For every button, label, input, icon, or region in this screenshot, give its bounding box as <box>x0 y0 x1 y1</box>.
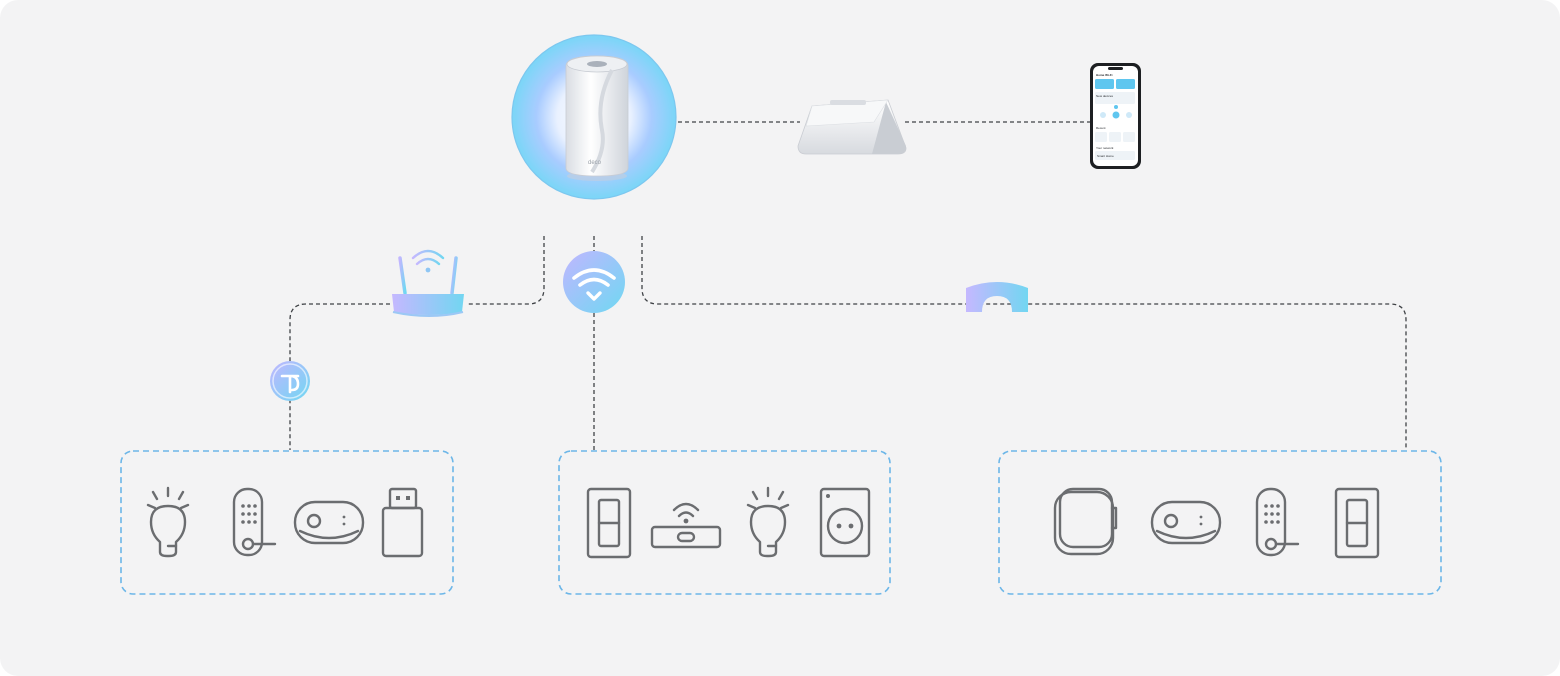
usb-dongle-icon <box>381 487 424 558</box>
smart-plug-icon <box>1150 500 1222 545</box>
wall-outlet-icon <box>819 487 871 558</box>
phone-app-title: Home Wi-Fi <box>1096 73 1113 77</box>
wifi-hub-icon <box>650 502 722 549</box>
router-icon <box>392 249 464 317</box>
phone-section-clients: Your network <box>1096 146 1114 150</box>
phone-section-devices: New devices <box>1096 94 1114 98</box>
link-hub-router <box>466 236 545 305</box>
deco-hub[interactable]: deco <box>511 34 677 200</box>
phone-section-iot: Smart Home <box>1097 154 1114 158</box>
connection-lines <box>289 121 1407 450</box>
smart-plug-icon <box>293 500 365 545</box>
sensor-button-icon <box>1053 487 1118 556</box>
smart-lock-icon <box>1255 487 1300 557</box>
smart-lock-icon <box>232 487 277 557</box>
bridge-device[interactable] <box>797 99 907 155</box>
light-bulb-icon <box>146 486 190 558</box>
light-bulb-icon <box>746 486 790 558</box>
device-group-right <box>998 450 1442 595</box>
light-switch-icon <box>586 487 632 559</box>
device-group-middle <box>558 450 891 595</box>
link-router-left-group <box>289 303 390 450</box>
hub-brand-text: deco <box>588 160 602 166</box>
device-group-left <box>120 450 454 595</box>
wifi-icon <box>563 251 625 313</box>
phone-app[interactable]: Home Wi-Fi New devices Recent Your netwo… <box>1090 63 1141 169</box>
light-switch-icon <box>1334 487 1380 559</box>
tp-link-icon <box>270 361 310 401</box>
phone-section-recent: Recent <box>1096 126 1106 130</box>
arch-protocol-icon <box>966 282 1028 312</box>
link-hub-right-group <box>641 236 1407 450</box>
